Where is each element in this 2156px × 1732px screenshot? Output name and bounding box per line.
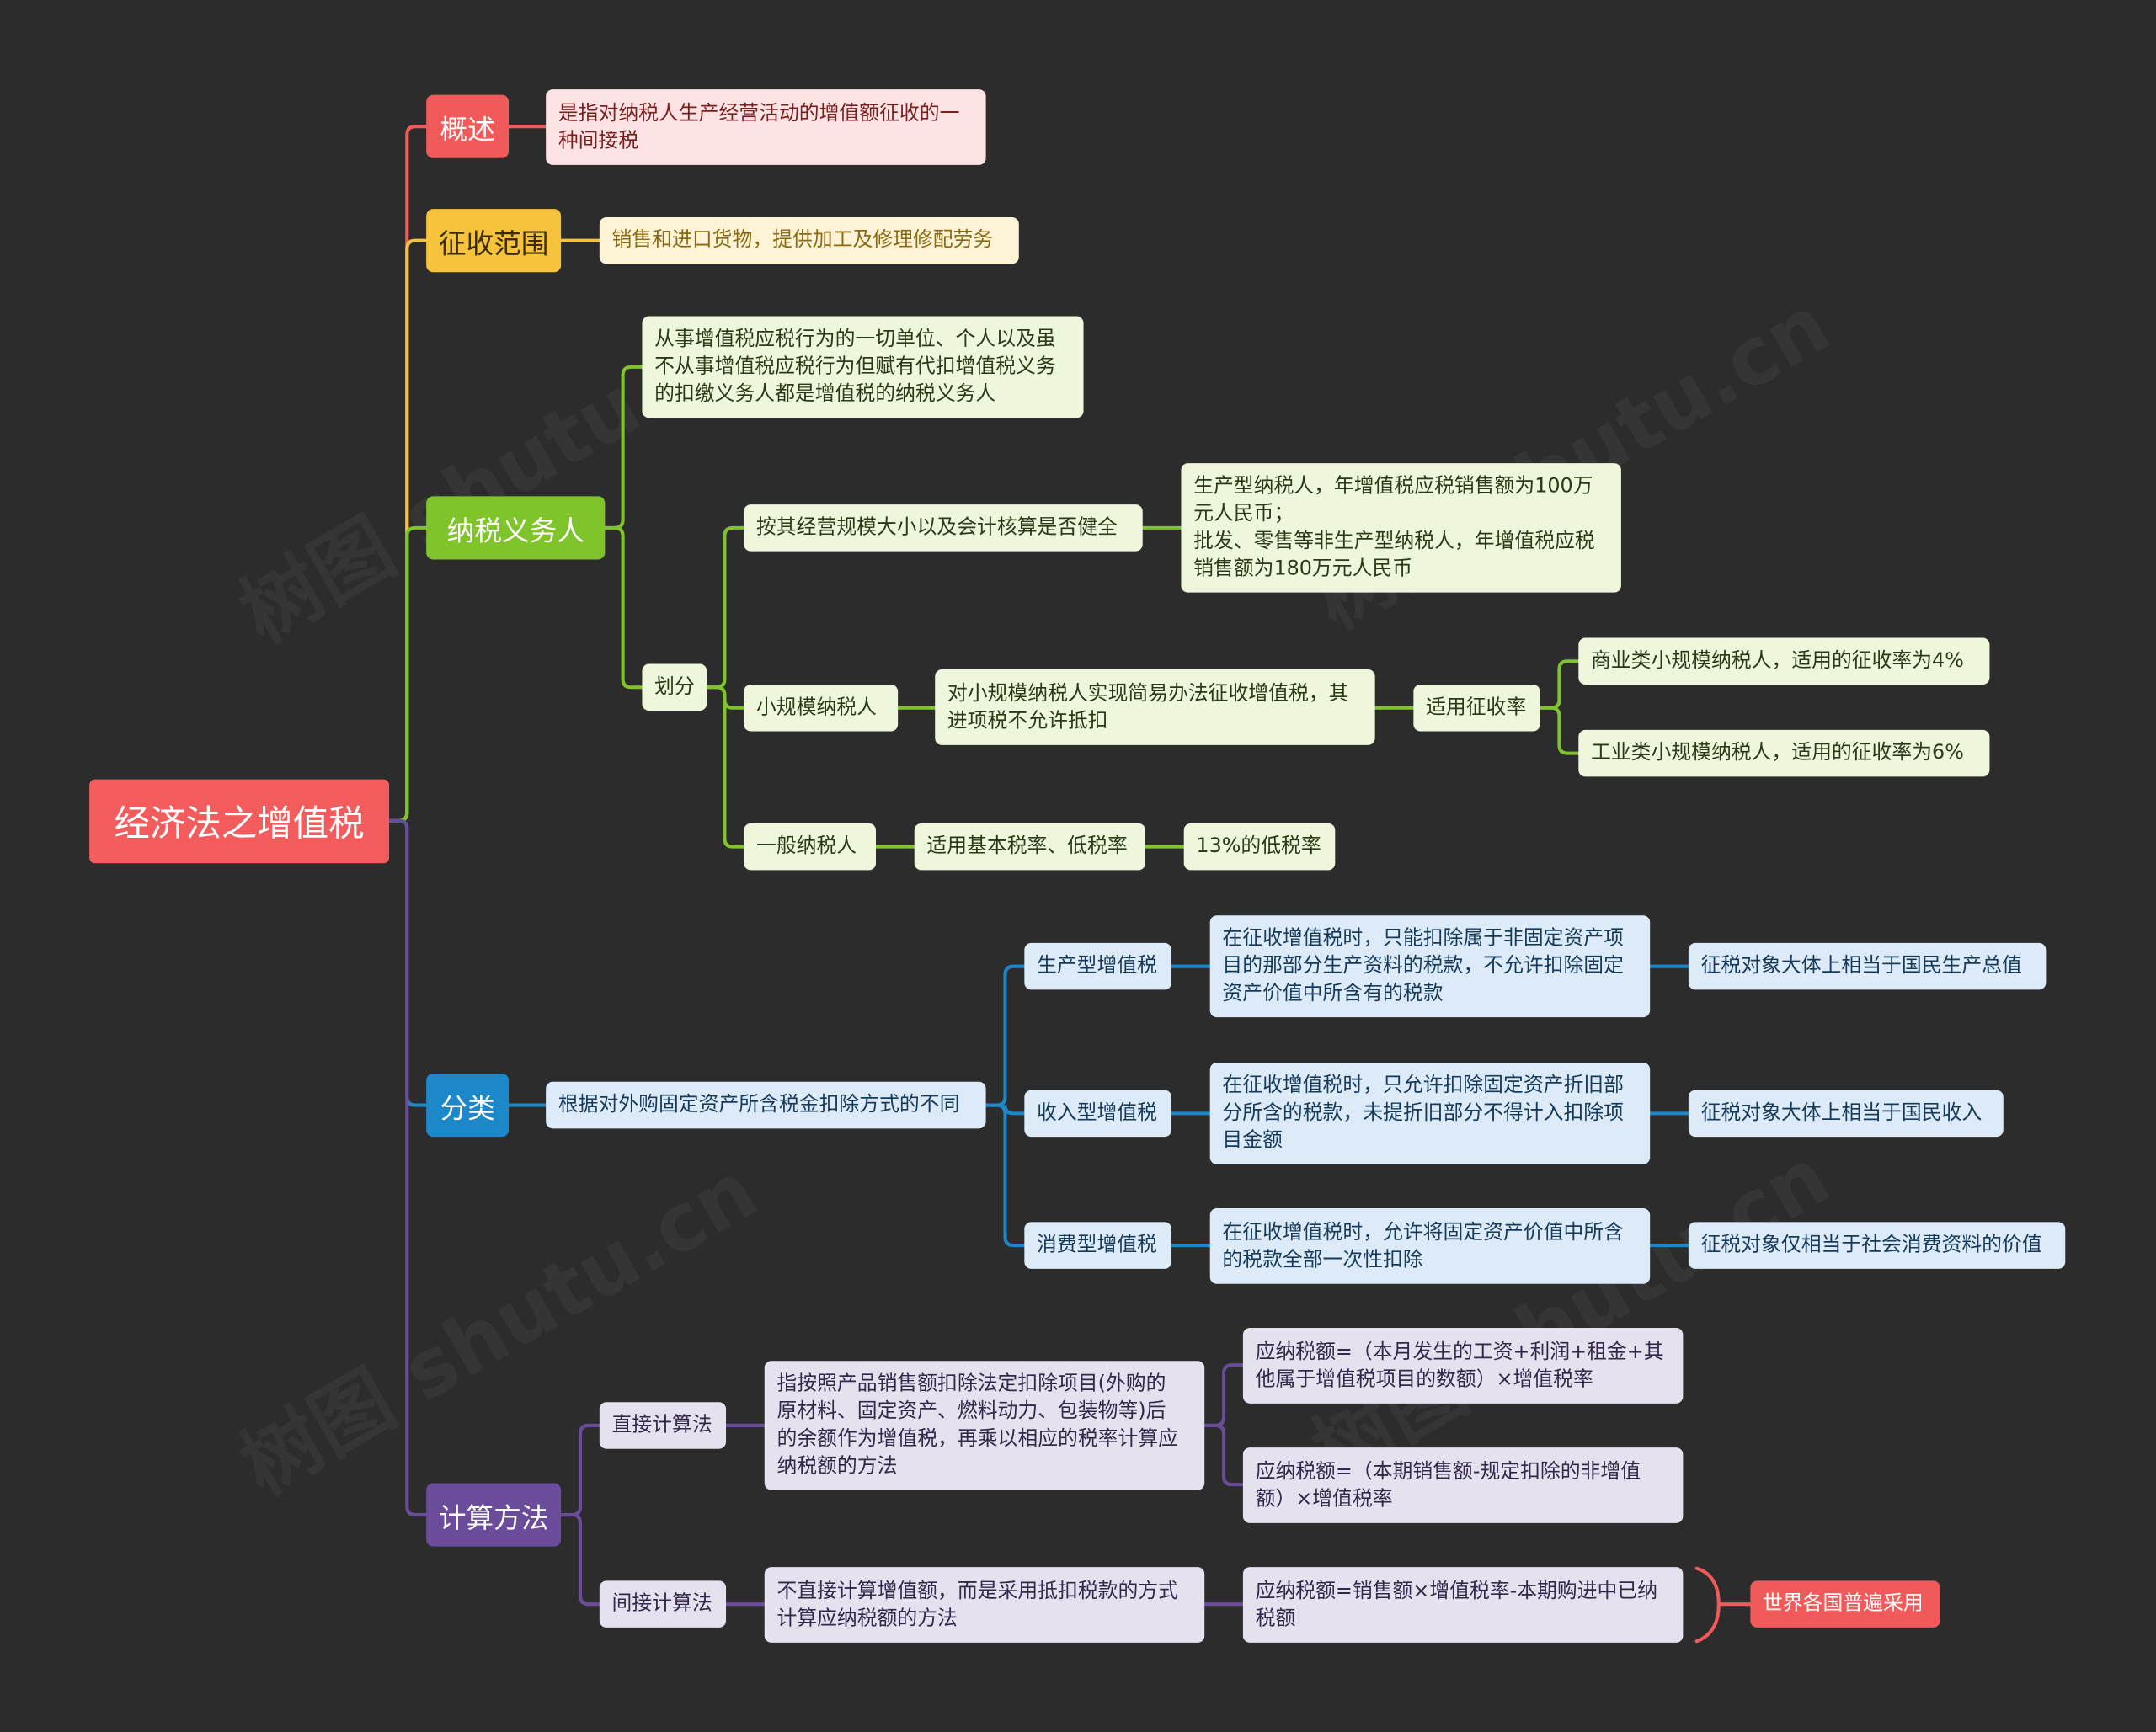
division-criteria: 按其经营规模大小以及会计核算是否健全	[744, 504, 1143, 552]
rate-industrial: 工业类小规模纳税人，适用的征收率为6%	[1578, 729, 1990, 777]
edge-taxpayer-definition	[603, 365, 644, 530]
summary-note: 世界各国普遍采用	[1750, 1580, 1940, 1628]
small-scale-method: 对小规模纳税人实现简易办法征收增值税，其 进项税不允许抵扣	[935, 669, 1375, 745]
edge-rate-industrial	[1538, 706, 1581, 755]
direct-method: 直接计算法	[599, 1402, 727, 1449]
general-rate: 适用基本税率、低税率	[914, 823, 1145, 871]
summary-bracket	[1694, 1566, 1753, 1644]
root-topic: 经济法之增值税	[89, 779, 390, 864]
type-production: 生产型增值税	[1024, 942, 1172, 990]
indirect-method: 间接计算法	[599, 1580, 727, 1628]
scope-content: 销售和进口货物，提供加工及修理修配劳务	[599, 216, 1019, 264]
edge-division-criteria	[705, 525, 746, 690]
branch-calculation: 计算方法	[426, 1483, 562, 1547]
edge-division-general	[705, 685, 746, 849]
edge-direct-formula-1	[1203, 1363, 1245, 1427]
direct-formula-2: 应纳税额=（本期销售额-规定扣除的非增值 额）×增值税率	[1242, 1447, 1684, 1523]
branch-classification: 分类	[426, 1074, 510, 1138]
type-consumption-base: 征税对象仅相当于社会消费资料的价值	[1688, 1222, 2066, 1269]
classification-basis: 根据对外购固定资产所含税金扣除方式的不同	[546, 1081, 986, 1129]
edge-basis-consumption	[984, 1103, 1027, 1248]
general-low-rate: 13%的低税率	[1183, 823, 1336, 871]
edge-taxpayer-division	[603, 525, 644, 690]
branch-taxpayer: 纳税义务人	[426, 496, 606, 560]
general-taxpayer: 一般纳税人	[744, 823, 876, 871]
type-production-desc: 在征收增值税时，只能扣除属于非固定资产项 目的那部分生产资料的税款，不允许扣除固…	[1209, 915, 1651, 1018]
edge-basis-production	[984, 964, 1027, 1107]
indirect-method-desc: 不直接计算增值额，而是采用抵扣税款的方式 计算应纳税额的方法	[764, 1567, 1205, 1643]
criteria-detail: 生产型纳税人，年增值税应税销售额为100万 元人民币； 批发、零售等非生产型纳税…	[1181, 463, 1621, 593]
indirect-formula: 应纳税额=销售额×增值税率-本期购进中已纳 税额	[1242, 1567, 1684, 1643]
taxpayer-division: 划分	[642, 663, 707, 711]
edge-calculation-direct	[559, 1423, 601, 1517]
type-consumption-desc: 在征收增值税时，允许将固定资产价值中所含 的税款全部一次性扣除	[1209, 1208, 1651, 1284]
small-scale-taxpayer: 小规模纳税人	[744, 685, 899, 732]
branch-overview: 概述	[426, 94, 510, 158]
direct-method-desc: 指按照产品销售额扣除法定扣除项目(外购的 原材料、固定资产、燃料动力、包装物等)…	[764, 1361, 1205, 1490]
edge-direct-formula-2	[1203, 1423, 1245, 1487]
edge-root-taxpayer	[387, 525, 429, 823]
small-scale-rate: 适用征收率	[1413, 685, 1540, 732]
type-consumption: 消费型增值税	[1024, 1222, 1172, 1269]
taxpayer-definition: 从事增值税应税行为的一切单位、个人以及虽 不从事增值税应税行为但赋有代扣增值税义…	[642, 316, 1084, 418]
edge-root-calculation	[387, 818, 429, 1517]
type-income-desc: 在征收增值税时，只允许扣除固定资产折旧部 分所含的税款，未提折旧部分不得计入扣除…	[1209, 1062, 1651, 1164]
edge-rate-commercial	[1538, 659, 1581, 710]
type-production-base: 征税对象大体上相当于国民生产总值	[1688, 942, 2047, 990]
rate-commercial: 商业类小规模纳税人，适用的征收率为4%	[1578, 637, 1990, 685]
type-income: 收入型增值税	[1024, 1090, 1172, 1138]
branch-scope: 征收范围	[426, 209, 562, 273]
direct-formula-1: 应纳税额=（本月发生的工资+利润+租金+其 他属于增值税项目的数额）×增值税率	[1242, 1328, 1684, 1404]
overview-definition: 是指对纳税人生产经营活动的增值额征收的一 种间接税	[546, 89, 986, 165]
type-income-base: 征税对象大体上相当于国民收入	[1688, 1090, 2004, 1138]
edge-calculation-indirect	[559, 1513, 601, 1607]
